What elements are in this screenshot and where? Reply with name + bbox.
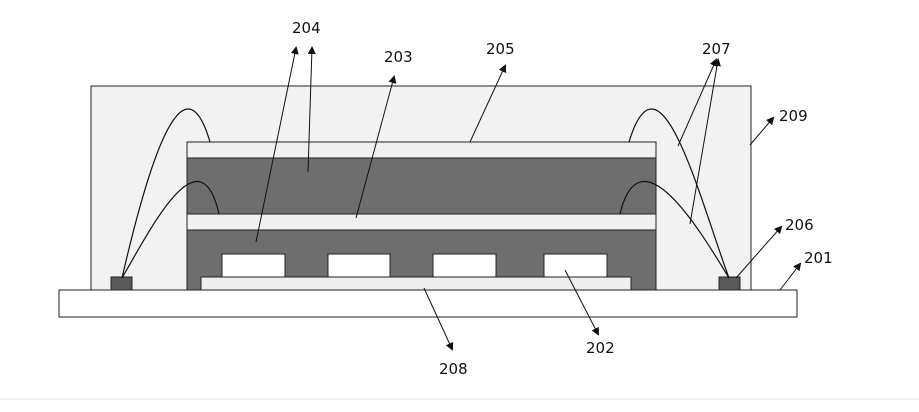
leader-202 [564, 269, 599, 336]
upper-die [186, 157, 657, 215]
bond-wire-right-lower [619, 181, 730, 279]
label-205: 205 [486, 40, 515, 58]
leader-201 [779, 262, 802, 291]
substrate [58, 289, 798, 318]
bond-pad-left [110, 276, 133, 291]
bond-wire-left-lower [121, 181, 220, 279]
underfill-layer [200, 276, 632, 291]
label-209: 209 [779, 107, 808, 125]
label-203: 203 [384, 48, 413, 66]
chip-2 [327, 253, 391, 278]
chip-4 [543, 253, 608, 278]
leader-208 [423, 287, 454, 351]
top-layer [186, 141, 657, 159]
bottom-divider [0, 398, 919, 400]
spacer-layer [186, 213, 657, 231]
label-206: 206 [785, 216, 814, 234]
leader-205 [469, 64, 507, 143]
label-204: 204 [292, 19, 321, 37]
leader-206 [735, 225, 783, 279]
bond-wire-left-upper [121, 108, 211, 279]
leader-207-b [689, 58, 721, 225]
leader-204-a [255, 46, 299, 243]
label-201: 201 [804, 249, 833, 267]
chip-1 [221, 253, 286, 278]
label-202: 202 [586, 339, 615, 357]
leader-209 [749, 116, 775, 146]
leader-207-a [677, 58, 718, 147]
chip-3 [432, 253, 497, 278]
label-208: 208 [439, 360, 468, 378]
label-207: 207 [702, 40, 731, 58]
leader-203 [355, 75, 397, 219]
bond-pad-right [718, 276, 741, 291]
leader-204-b [307, 46, 316, 173]
